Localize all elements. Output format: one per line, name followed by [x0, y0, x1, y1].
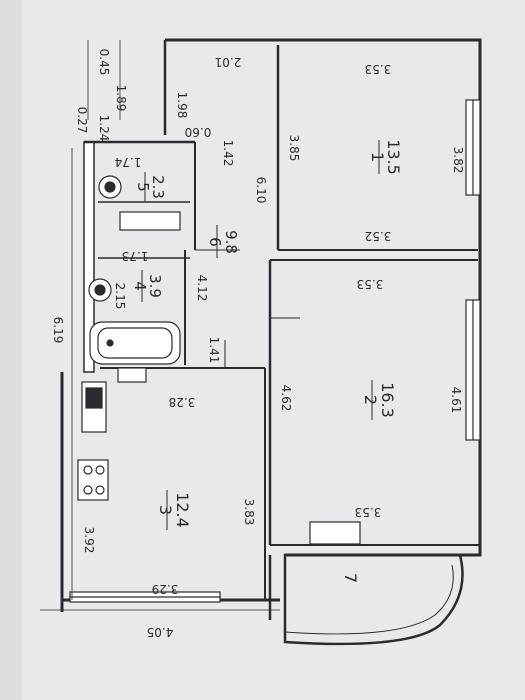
sanitary-fixtures [88, 175, 181, 383]
dim-3-29: 3.29 [152, 582, 179, 596]
dimension-labels: 2.01 3.53 1.98 0.60 1.42 3.85 3.82 6.10 … [51, 49, 465, 639]
dim-2-15: 2.15 [113, 283, 127, 310]
dim-1-98: 1.98 [175, 92, 189, 119]
dim-4-05: 4.05 [147, 625, 174, 639]
room-5-number: 5 [134, 182, 152, 192]
dim-1-41: 1.41 [207, 337, 221, 364]
room-3-number: 3 [156, 505, 175, 515]
dim-3-82: 3.82 [451, 147, 465, 174]
dim-3-92: 3.92 [82, 527, 96, 554]
room-6-number: 6 [206, 237, 224, 247]
room-6-area: 9.8 [222, 230, 240, 254]
balcony [283, 521, 464, 646]
interior-walls [98, 45, 480, 600]
dim-1-74: 1.74 [115, 155, 142, 169]
paper-shadow [0, 0, 22, 700]
room-1-area: 13.5 [384, 139, 403, 175]
room-1-number: 1 [368, 152, 387, 162]
room-5-area: 2.3 [149, 175, 167, 199]
dim-1-73: 1.73 [122, 249, 149, 263]
dim-1-42: 1.42 [221, 140, 235, 167]
dim-6-10: 6.10 [254, 177, 268, 204]
kitchen-fixtures [77, 381, 109, 501]
dim-4-61: 4.61 [449, 387, 463, 414]
room-4-area: 3.9 [146, 274, 164, 298]
room-7-number: 7 [341, 573, 360, 583]
dim-4-12: 4.12 [195, 275, 209, 302]
dim-3-28: 3.28 [169, 395, 196, 409]
room-2-area: 16.3 [378, 382, 397, 418]
dim-2-01: 2.01 [215, 55, 242, 69]
dim-3-53-mid: 3.53 [357, 277, 384, 291]
dim-1-24: 1.24 [97, 115, 111, 142]
dim-6-19: 6.19 [51, 317, 65, 344]
dim-0-60: 0.60 [185, 125, 212, 139]
room-2-number: 2 [361, 395, 380, 405]
room-labels: 1 13.5 2 16.3 3 12.4 4 3.9 5 2.3 6 9.8 7 [131, 139, 403, 583]
dim-3-53-top: 3.53 [365, 62, 392, 76]
dim-3-53-bottom: 3.53 [355, 505, 382, 519]
room-4-number: 4 [131, 281, 149, 291]
dim-3-83: 3.83 [242, 499, 256, 526]
dim-0-27: 0.27 [75, 107, 89, 134]
dimension-lines [40, 40, 280, 611]
dim-0-45: 0.45 [97, 49, 111, 76]
windows [69, 99, 481, 603]
dim-4-62: 4.62 [279, 385, 293, 412]
dim-3-85: 3.85 [287, 135, 301, 162]
dim-1-89: 1.89 [114, 85, 128, 112]
dim-3-52: 3.52 [365, 229, 392, 243]
room-3-area: 12.4 [173, 492, 192, 528]
